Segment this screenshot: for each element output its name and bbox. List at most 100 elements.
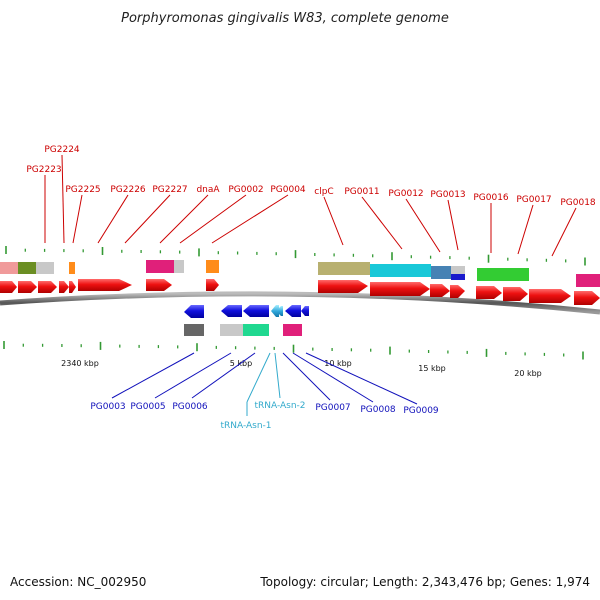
cog-box	[18, 262, 36, 274]
leader-line	[246, 352, 271, 403]
trna-arrow[interactable]	[276, 306, 283, 316]
gene-arrow-forward[interactable]	[18, 281, 37, 293]
gene-label-top[interactable]: PG0013	[430, 190, 465, 200]
gene-label-top[interactable]: PG2223	[26, 165, 61, 175]
cog-box	[69, 262, 75, 274]
gene-arrow-forward[interactable]	[574, 291, 600, 305]
genome-backbone	[0, 291, 600, 315]
gene-label-top[interactable]: PG2225	[65, 185, 100, 195]
cog-box	[431, 266, 451, 279]
gene-arrow-forward[interactable]	[476, 286, 502, 299]
cog-box	[36, 262, 54, 274]
reverse-genes	[184, 305, 309, 318]
leader-line	[282, 352, 331, 401]
cog-box	[318, 262, 370, 275]
gene-label-bottom[interactable]: PG0005	[130, 402, 165, 412]
leader-line	[211, 194, 289, 244]
gene-arrow-forward[interactable]	[450, 285, 465, 298]
axis-label: 2340 kbp	[61, 359, 99, 368]
leader-line	[61, 154, 65, 244]
cog-box	[576, 274, 600, 287]
gene-arrow-forward[interactable]	[78, 279, 132, 291]
leader-line	[191, 352, 256, 399]
leader-line	[124, 194, 171, 244]
gene-label-top[interactable]: dnaA	[196, 185, 220, 195]
gene-arrow-forward[interactable]	[206, 279, 219, 291]
cog-box	[451, 274, 465, 280]
trna-arrow[interactable]	[271, 305, 279, 317]
leader-line	[292, 352, 374, 403]
cog-box	[206, 260, 219, 273]
gene-arrow-forward[interactable]	[503, 287, 528, 301]
cog-box	[184, 324, 204, 336]
gene-arrow-forward[interactable]	[370, 282, 430, 296]
leader-line	[179, 194, 247, 244]
gene-label-top[interactable]: PG2224	[44, 145, 80, 155]
forward-genes	[0, 279, 600, 305]
axis-label: 10 kbp	[324, 359, 352, 368]
gene-arrow-forward[interactable]	[529, 289, 571, 303]
gene-label-top[interactable]: PG0011	[344, 187, 379, 197]
gene-label-bottom[interactable]: PG0007	[315, 403, 350, 413]
leader-line	[154, 352, 232, 399]
gene-arrow-forward[interactable]	[59, 281, 69, 293]
gene-arrow-reverse[interactable]	[221, 305, 242, 317]
gene-label-bottom[interactable]: PG0008	[360, 405, 396, 415]
accession-text: Accession: NC_002950	[10, 575, 146, 589]
leader-line	[305, 352, 418, 405]
gene-label-top[interactable]: PG2226	[110, 185, 146, 195]
gene-arrow-forward[interactable]	[318, 280, 368, 293]
gene-label-bottom[interactable]: PG0003	[90, 402, 125, 412]
cog-box	[451, 266, 465, 274]
top-labels	[44, 154, 577, 257]
leader-line	[361, 196, 403, 250]
cog-boxes-forward	[0, 260, 600, 287]
gene-arrow-forward[interactable]	[0, 281, 17, 293]
leader-line	[405, 198, 441, 253]
gene-arrow-forward[interactable]	[146, 279, 172, 291]
tick-row-bottom	[3, 341, 584, 360]
tick-row-top	[5, 246, 586, 266]
gene-arrow-forward[interactable]	[38, 281, 57, 293]
page-title: Porphyromonas gingivalis W83, complete g…	[121, 11, 449, 26]
gene-label-top[interactable]: PG0016	[473, 193, 509, 203]
gene-label-top[interactable]: PG0018	[560, 198, 596, 208]
leader-line	[551, 207, 577, 257]
gene-arrow-reverse[interactable]	[301, 306, 309, 316]
leader-line	[111, 352, 195, 399]
cog-box	[174, 260, 184, 273]
bottom-leader-lines	[111, 352, 418, 416]
gene-arrow-forward[interactable]	[69, 281, 76, 293]
genome-summary-text: Topology: circular; Length: 2,343,476 bp…	[259, 575, 590, 589]
trna-label[interactable]: tRNA-Asn-2	[254, 401, 305, 411]
gene-label-top[interactable]: clpC	[314, 187, 333, 197]
gene-arrow-reverse[interactable]	[285, 305, 301, 317]
gene-label-bottom[interactable]: PG0009	[403, 406, 439, 416]
gene-label-top[interactable]: PG0002	[228, 185, 263, 195]
cog-box	[0, 262, 18, 274]
cog-box	[146, 260, 174, 273]
leader-line	[323, 196, 344, 246]
gene-label-top[interactable]: PG0004	[270, 185, 306, 195]
cog-boxes-reverse	[184, 324, 302, 336]
cog-box	[220, 324, 243, 336]
top-label-texts: PG2223 PG2224 PG2225 PG2226 PG2227 dnaA …	[26, 145, 596, 208]
gene-arrow-reverse[interactable]	[243, 305, 269, 317]
gene-arrow-reverse[interactable]	[184, 305, 204, 318]
gene-label-top[interactable]: PG0017	[516, 195, 551, 205]
bottom-label-texts: PG0003 PG0005 PG0006 tRNA-Asn-2 tRNA-Asn…	[90, 401, 439, 431]
axis-label: 20 kbp	[514, 369, 542, 378]
leader-line	[447, 199, 459, 251]
leader-line	[517, 204, 534, 255]
gene-label-top[interactable]: PG2227	[152, 185, 187, 195]
cog-box	[477, 268, 503, 281]
gene-label-bottom[interactable]: PG0006	[172, 402, 208, 412]
cog-box	[503, 268, 529, 281]
leader-line	[72, 194, 83, 244]
leader-line	[159, 194, 209, 244]
trna-label[interactable]: tRNA-Asn-1	[220, 421, 271, 431]
gene-arrow-forward[interactable]	[430, 284, 450, 297]
gene-label-top[interactable]: PG0012	[388, 189, 423, 199]
cog-box	[243, 324, 269, 336]
